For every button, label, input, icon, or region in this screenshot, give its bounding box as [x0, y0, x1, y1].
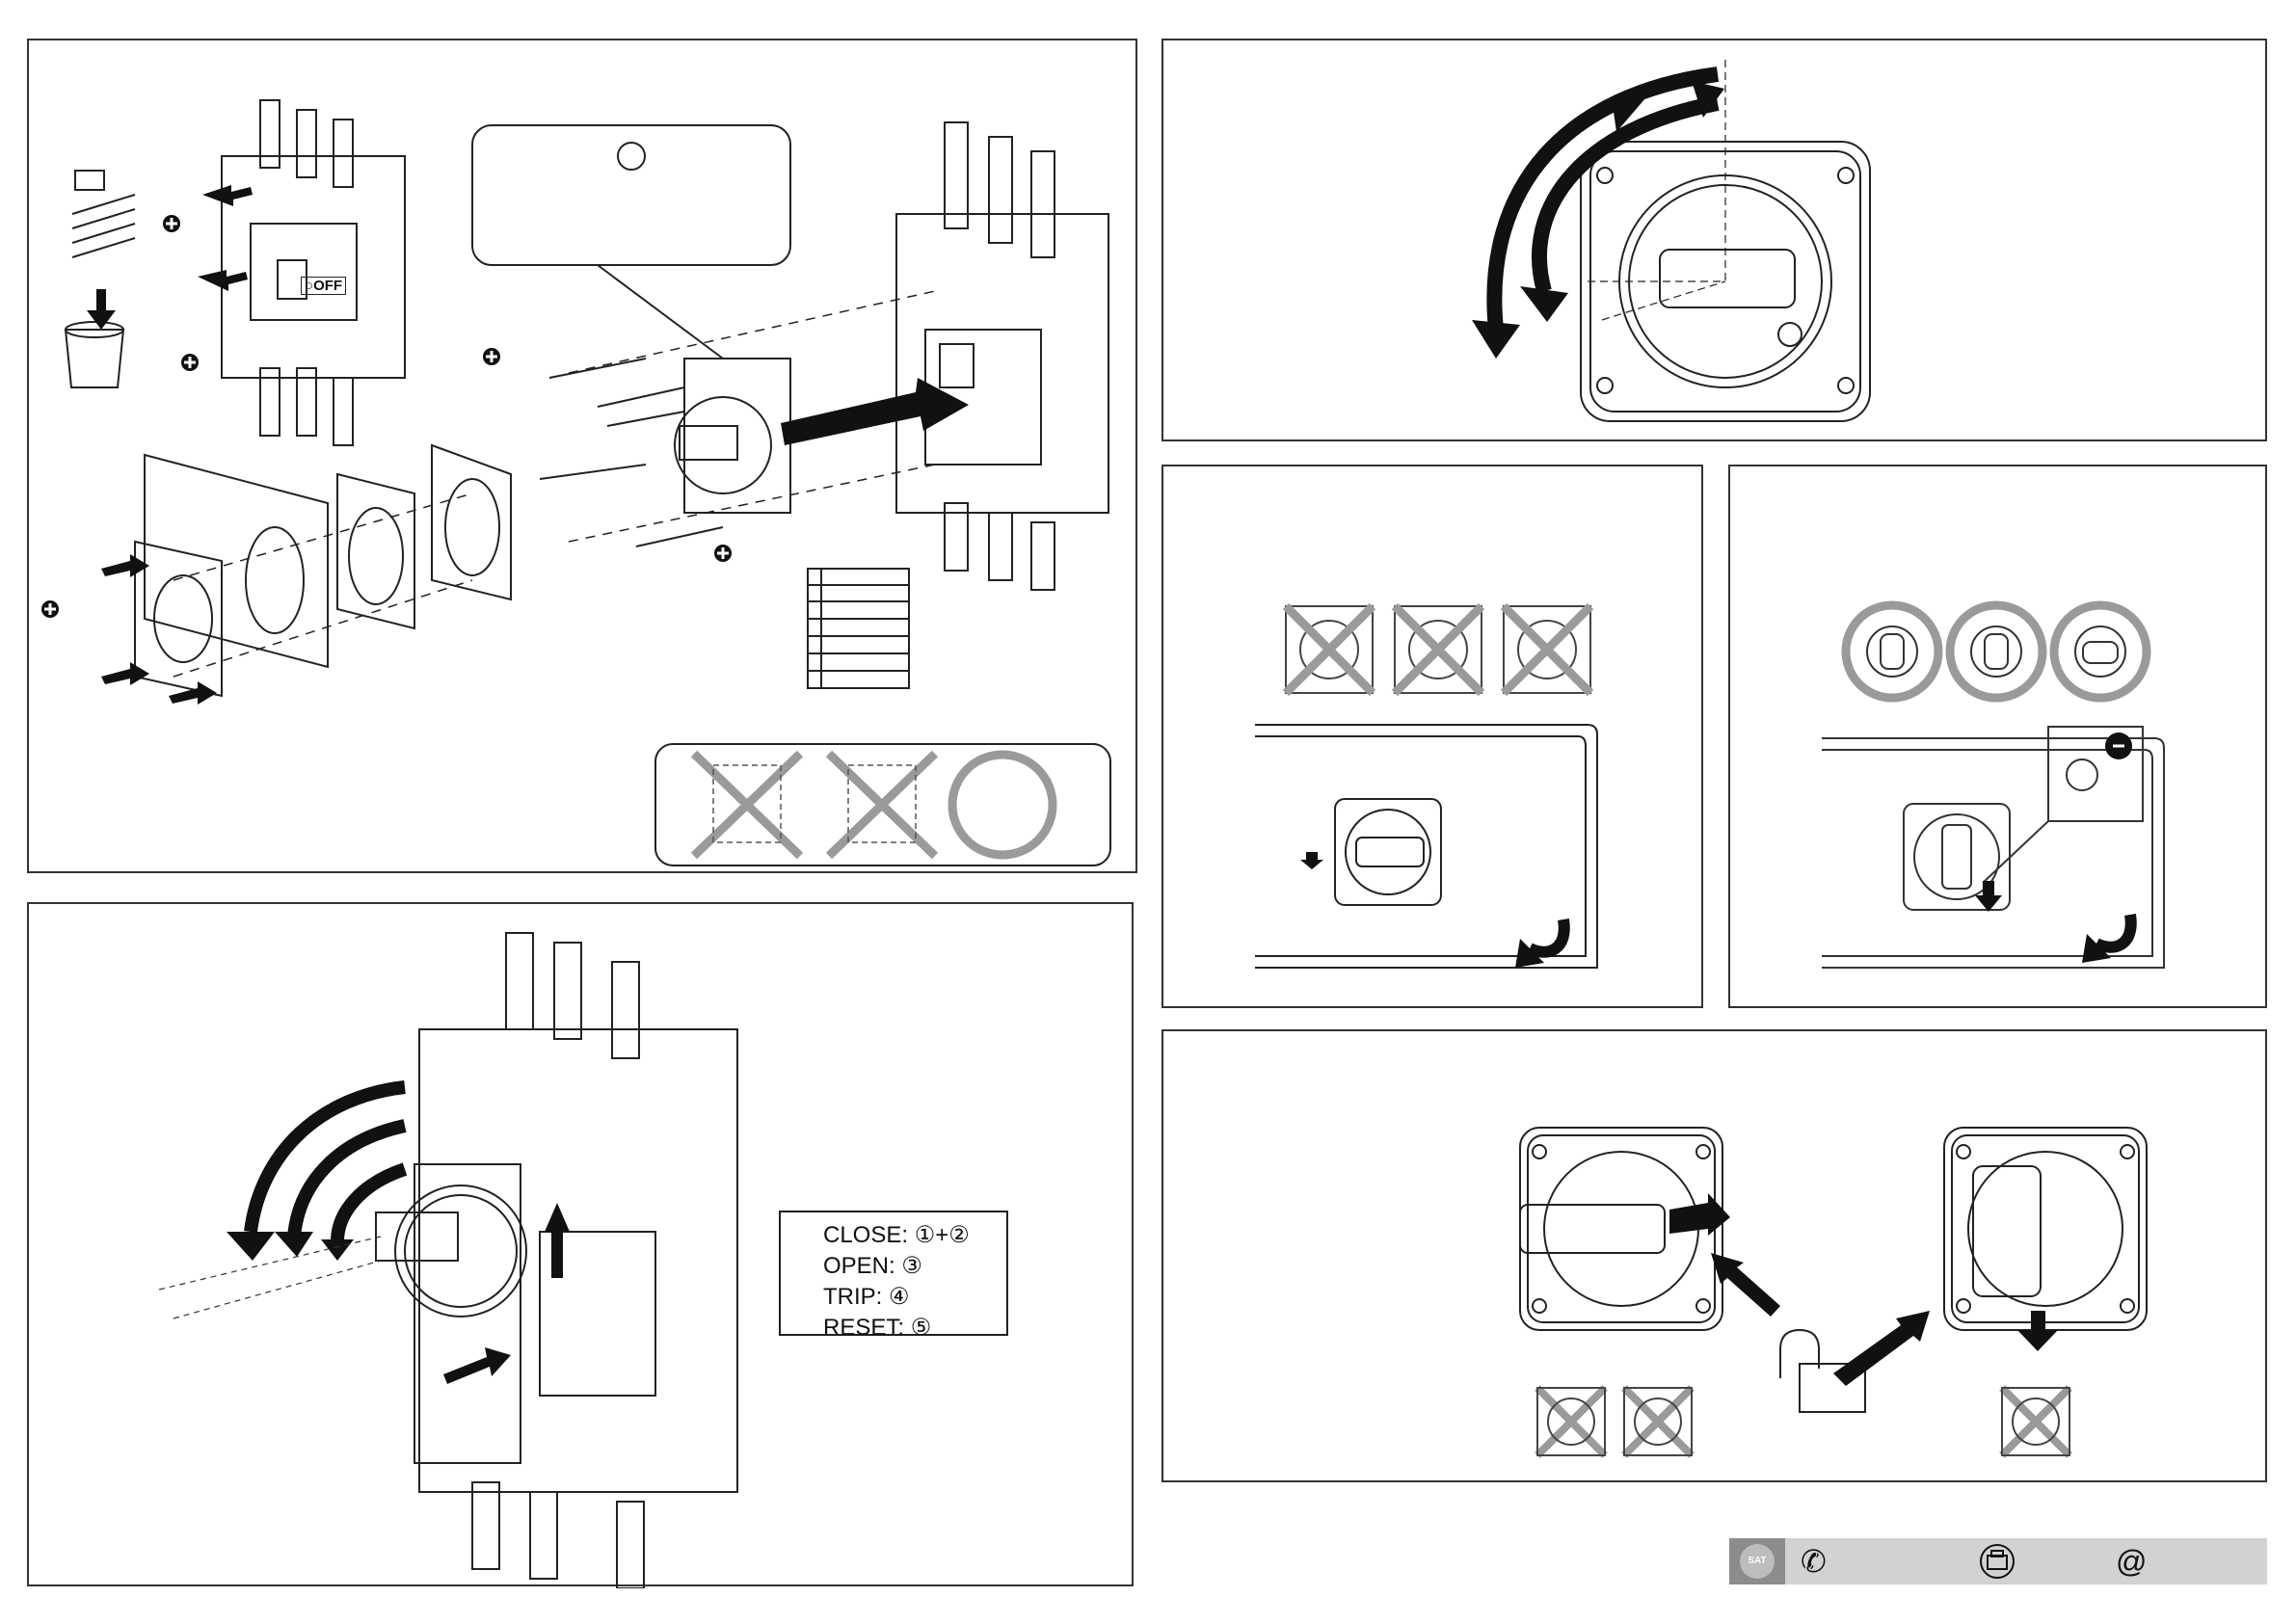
sat-logo-text: SAT [1740, 1544, 1775, 1579]
panel-padlock [1161, 1029, 2267, 1482]
off-label: ○OFF [301, 277, 346, 295]
panel-handle-rotation [1161, 39, 2267, 441]
panel-installation: ○OFF [27, 39, 1137, 873]
email-icon: @ [2116, 1538, 2147, 1584]
fax-icon [1978, 1542, 2016, 1581]
installation-diagram [29, 40, 1139, 875]
legend-reset: RESET: ⑤ [823, 1313, 991, 1344]
door-correct-diagram [1730, 466, 2269, 1010]
operation-legend: CLOSE: ①+② OPEN: ③ TRIP: ④ RESET: ⑤ [779, 1211, 1008, 1336]
phone-icon: ✆ [1801, 1538, 1827, 1584]
legend-open: OPEN: ③ [823, 1251, 991, 1282]
door-incorrect-diagram [1163, 466, 1705, 1010]
legend-trip: TRIP: ④ [823, 1282, 991, 1313]
panel-door-correct [1728, 465, 2267, 1008]
handle-rotation-diagram [1163, 40, 2269, 443]
legend-close: CLOSE: ①+② [823, 1220, 991, 1251]
panel-operation: CLOSE: ①+② OPEN: ③ TRIP: ④ RESET: ⑤ [27, 902, 1134, 1586]
sat-logo: SAT [1729, 1538, 1785, 1584]
panel-door-incorrect [1161, 465, 1703, 1008]
padlock-diagram [1163, 1031, 2269, 1484]
